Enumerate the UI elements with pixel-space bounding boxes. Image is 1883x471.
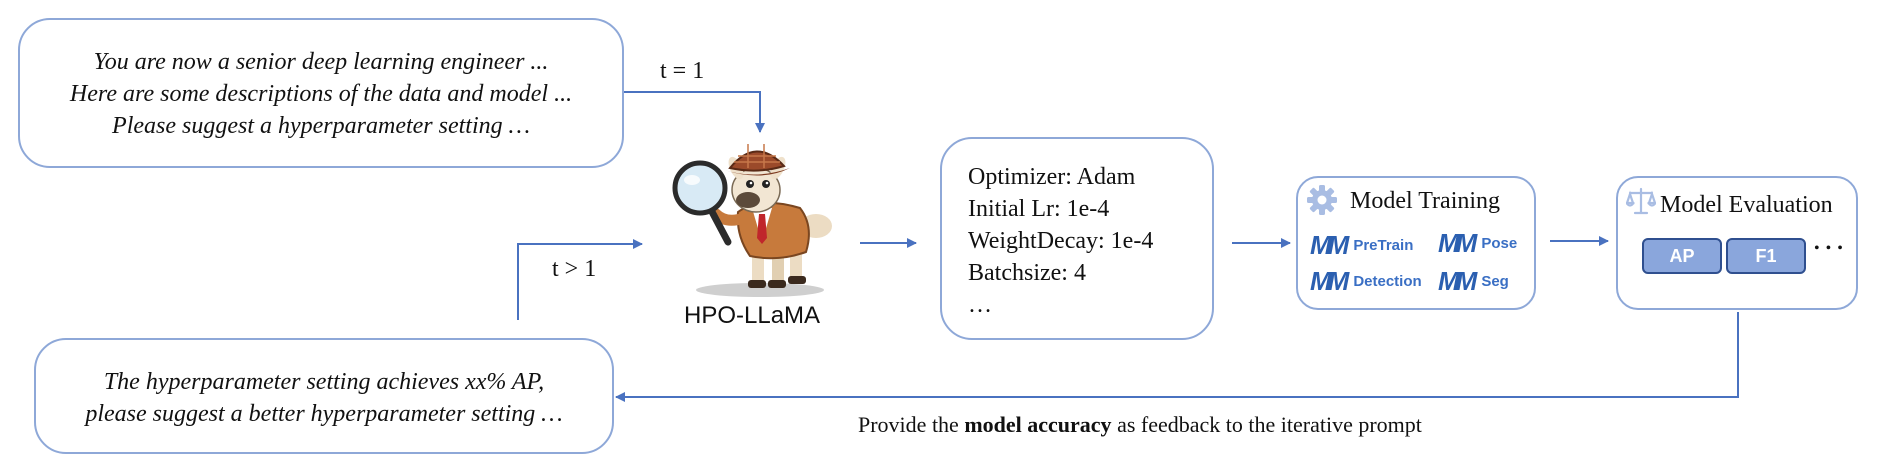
arrow-initial-to-agent (622, 91, 765, 133)
label-t-greater-1: t > 1 (552, 256, 597, 282)
model-evaluation-box: Model Evaluation AP F1 • • • (1616, 176, 1858, 310)
label-t-equals-1: t = 1 (660, 58, 705, 84)
scale-icon (1626, 187, 1656, 215)
mm-item-label: PreTrain (1353, 236, 1414, 254)
mm-item-detection: MM Detection (1310, 268, 1422, 294)
mm-logo: MM (1310, 230, 1349, 260)
mm-logo: MM (1310, 266, 1349, 296)
hyperparameter-box: Optimizer: Adam Initial Lr: 1e-4 WeightD… (940, 137, 1214, 340)
mm-item-label: Detection (1353, 272, 1422, 290)
feedback-prompt-box: The hyperparameter setting achieves xx% … (34, 338, 614, 454)
feedback-caption-bold: model accuracy (964, 412, 1112, 437)
gear-icon (1307, 185, 1337, 215)
mm-item-seg: MM Seg (1438, 268, 1509, 294)
model-evaluation-title: Model Evaluation (1660, 192, 1833, 218)
llama-detective-icon (672, 144, 832, 297)
hyperparameter-line: Batchsize: 4 (968, 260, 1086, 286)
initial-prompt-line: Here are some descriptions of the data a… (69, 81, 573, 107)
initial-prompt-text: You are now a senior deep learning engin… (20, 46, 622, 142)
agent-name: HPO-LLaMA (684, 302, 821, 329)
mm-item-pretrain: MM PreTrain (1310, 232, 1413, 258)
feedback-prompt-line: please suggest a better hyperparameter s… (85, 401, 563, 427)
model-training-box: Model Training MM PreTrain MM Pose MM De… (1296, 176, 1536, 310)
mm-logo: MM (1438, 266, 1477, 296)
mm-item-label: Seg (1481, 272, 1509, 290)
model-training-title: Model Training (1350, 188, 1501, 214)
initial-prompt-line: Please suggest a hyperparameter setting … (112, 113, 530, 139)
hyperparameter-line: Initial Lr: 1e-4 (968, 196, 1110, 222)
hyperparameter-line: Optimizer: Adam (968, 164, 1136, 190)
more-metrics-ellipsis: • • • (1814, 240, 1844, 257)
feedback-prompt-text: The hyperparameter setting achieves xx% … (36, 366, 612, 430)
initial-prompt-line: You are now a senior deep learning engin… (93, 49, 549, 75)
hyperparameter-line: WeightDecay: 1e-4 (968, 228, 1154, 254)
arrow-evaluation-feedback (615, 312, 1739, 402)
feedback-caption-end: as feedback to the iterative prompt (1111, 412, 1422, 437)
hyperparameter-list: Optimizer: Adam Initial Lr: 1e-4 WeightD… (968, 161, 1153, 321)
arrow-feedback-to-agent (517, 239, 643, 320)
mm-item-pose: MM Pose (1438, 230, 1517, 256)
initial-prompt-box: You are now a senior deep learning engin… (18, 18, 624, 168)
feedback-caption: Provide the model accuracy as feedback t… (858, 412, 1422, 438)
feedback-caption-start: Provide the (858, 412, 965, 437)
mm-item-label: Pose (1481, 234, 1518, 252)
metric-ap: AP (1642, 238, 1722, 274)
feedback-prompt-line: The hyperparameter setting achieves xx% … (103, 369, 545, 395)
metric-f1: F1 (1726, 238, 1806, 274)
hyperparameter-line: … (968, 292, 992, 318)
mm-logo: MM (1438, 228, 1477, 258)
